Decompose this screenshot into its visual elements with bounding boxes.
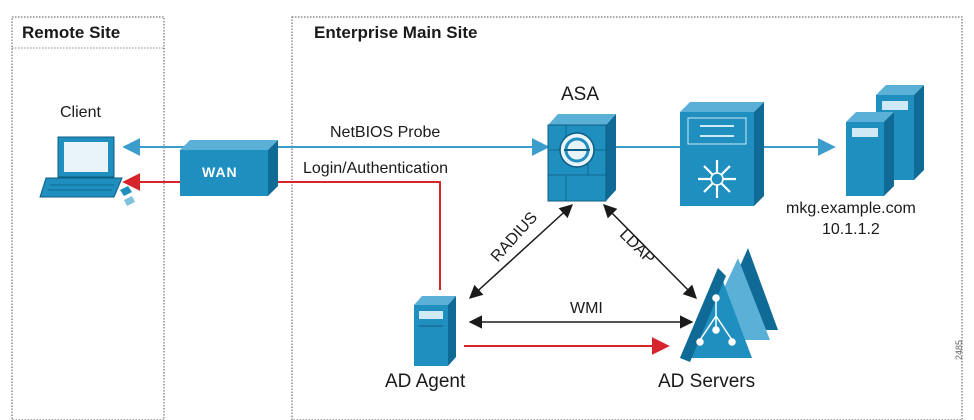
wmi-label: WMI [570, 300, 603, 317]
login-auth-label: Login/Authentication [303, 160, 448, 177]
main-site-title: Enterprise Main Site [314, 23, 478, 42]
ad-servers-label: AD Servers [658, 371, 756, 392]
server-name-label: mkg.example.com [786, 200, 916, 217]
client-label: Client [60, 104, 101, 121]
laptop-icon [39, 136, 135, 206]
switch-icon [680, 102, 764, 206]
radius-line [469, 204, 573, 299]
server-ip-label: 10.1.1.2 [822, 221, 880, 238]
login-auth-line [122, 173, 441, 290]
asa-label: ASA [561, 84, 600, 105]
netbios-probe-label: NetBIOS Probe [330, 124, 441, 141]
ad-agent-icon [414, 296, 456, 366]
firewall-icon [547, 114, 616, 202]
wan-label: WAN [202, 164, 238, 180]
server-icon [846, 85, 924, 196]
ad-server-icon [680, 248, 778, 362]
remote-site-box [11, 16, 165, 420]
ldap-line [603, 204, 697, 299]
main-site-box [291, 16, 963, 420]
wan-icon [180, 140, 278, 196]
ad-agent-label: AD Agent [385, 371, 466, 392]
figure-id: 2485 [954, 339, 964, 360]
remote-site-title: Remote Site [22, 23, 121, 42]
